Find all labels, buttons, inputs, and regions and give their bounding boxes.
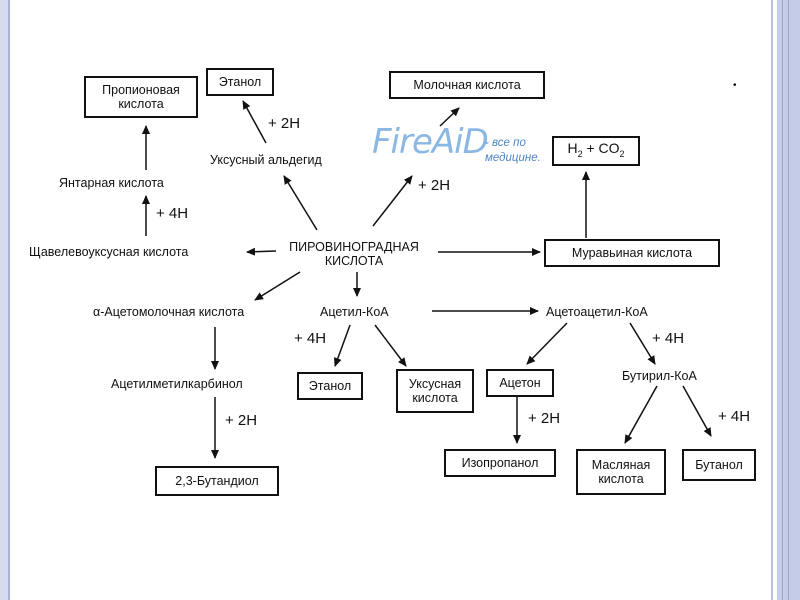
node-ethanol-bottom: Этанол bbox=[297, 372, 363, 400]
arrow-acetoacetylcoa-butyrylcoa bbox=[629, 322, 656, 365]
node-butanol: Бутанол bbox=[682, 449, 756, 481]
node-butyric-acid-line1: Масляная bbox=[591, 458, 651, 472]
arrow-acetylcoa-ethanol bbox=[333, 324, 351, 367]
node-ethanol-top-label: Этанол bbox=[218, 75, 262, 89]
node-acetic-acid-line1: Уксусная bbox=[408, 377, 462, 391]
node-h2-co2-label: H2 + CO2 bbox=[567, 140, 625, 159]
arrow-pyruvate-acetolactate bbox=[254, 271, 301, 301]
reagent-plus-2h-ethanol: + 2H bbox=[268, 115, 301, 132]
node-acetic-acid: Уксусная кислота bbox=[396, 369, 474, 413]
reagent-plus-2h-lactate: + 2H bbox=[418, 177, 451, 194]
node-acetolactic-acid: α-Ацетомолочная кислота bbox=[93, 305, 245, 319]
node-h2-co2: H2 + CO2 bbox=[552, 136, 640, 166]
stray-dot: • bbox=[733, 80, 737, 91]
arrow-pyruvate-acetaldehyde bbox=[283, 175, 318, 231]
node-isopropanol-label: Изопропанол bbox=[461, 456, 539, 470]
node-lactic-acid: Молочная кислота bbox=[389, 71, 545, 99]
reagent-plus-2h-butanediol: + 2H bbox=[225, 412, 258, 429]
node-propionic-acid-line2: кислота bbox=[118, 97, 164, 111]
node-formic-acid: Муравьиная кислота bbox=[544, 239, 720, 267]
node-propionic-acid-line1: Пропионовая bbox=[102, 83, 180, 97]
arrow-acetaldehyde-ethanol bbox=[242, 100, 267, 144]
reagent-plus-4h-butanol: + 4H bbox=[718, 408, 751, 425]
node-butanediol: 2,3-Бутандиол bbox=[155, 466, 279, 496]
node-butyric-acid-line2: кислота bbox=[598, 472, 644, 486]
slide-left-border-line bbox=[8, 0, 10, 600]
node-pyruvic-acid-line2: КИСЛОТА bbox=[324, 254, 384, 268]
watermark: FireAiD - все по медицине. bbox=[372, 122, 541, 164]
reagent-plus-4h-butyryl: + 4H bbox=[652, 330, 685, 347]
node-ethanol-top: Этанол bbox=[206, 68, 274, 96]
reagent-plus-2h-isopropanol: + 2H bbox=[528, 410, 561, 427]
node-butyryl-coa: Бутирил-КоА bbox=[622, 369, 697, 383]
node-ethanol-bottom-label: Этанол bbox=[308, 379, 352, 393]
arrow-pyruvate-lactate bbox=[372, 175, 413, 227]
reagent-plus-4h-succinate: + 4H bbox=[156, 205, 189, 222]
node-acetone: Ацетон bbox=[486, 369, 554, 397]
node-butanediol-label: 2,3-Бутандиол bbox=[175, 474, 259, 488]
node-acetone-label: Ацетон bbox=[499, 376, 541, 390]
node-propionic-acid: Пропионовая кислота bbox=[84, 76, 198, 118]
node-oxaloacetic-acid: Щавелевоуксусная кислота bbox=[29, 245, 189, 259]
node-lactic-acid-label: Молочная кислота bbox=[413, 78, 521, 92]
node-butyric-acid: Масляная кислота bbox=[576, 449, 666, 495]
node-acetaldehyde: Уксусный альдегид bbox=[210, 153, 322, 167]
node-butanol-label: Бутанол bbox=[695, 458, 743, 472]
arrow-pyruvate-oxaloacetate bbox=[246, 247, 277, 256]
slide-left-border bbox=[0, 0, 8, 600]
watermark-tagline: - все по медицине. bbox=[485, 136, 541, 166]
node-succinic-acid: Янтарная кислота bbox=[59, 176, 164, 190]
watermark-brand: FireAiD bbox=[372, 122, 489, 162]
node-isopropanol: Изопропанол bbox=[444, 449, 556, 477]
arrow-lactate bbox=[439, 107, 460, 127]
watermark-tagline-line2: медицине. bbox=[485, 152, 541, 164]
node-pyruvic-acid-line1: ПИРОВИНОГРАДНАЯ bbox=[289, 240, 419, 254]
arrow-butyryl-butanol bbox=[682, 385, 712, 437]
reagent-plus-4h-ethanol: + 4H bbox=[294, 330, 327, 347]
node-pyruvic-acid: ПИРОВИНОГРАДНАЯ КИСЛОТА bbox=[280, 240, 428, 268]
arrow-acetoacetylcoa-acetone bbox=[526, 322, 568, 365]
node-acetic-acid-line2: кислота bbox=[412, 391, 458, 405]
watermark-tagline-line1: - все по bbox=[485, 137, 526, 149]
node-acetyl-coa: Ацетил-КоА bbox=[320, 305, 389, 319]
arrow-butyryl-butyric bbox=[624, 385, 658, 444]
node-acetoacetyl-coa: Ацетоацетил-КоА bbox=[546, 305, 648, 319]
node-formic-acid-label: Муравьиная кислота bbox=[571, 246, 693, 260]
node-acetylmethylcarbinol: Ацетилметилкарбинол bbox=[111, 377, 243, 391]
slide-right-border bbox=[768, 0, 800, 600]
arrow-acetylcoa-acetic bbox=[374, 324, 407, 367]
